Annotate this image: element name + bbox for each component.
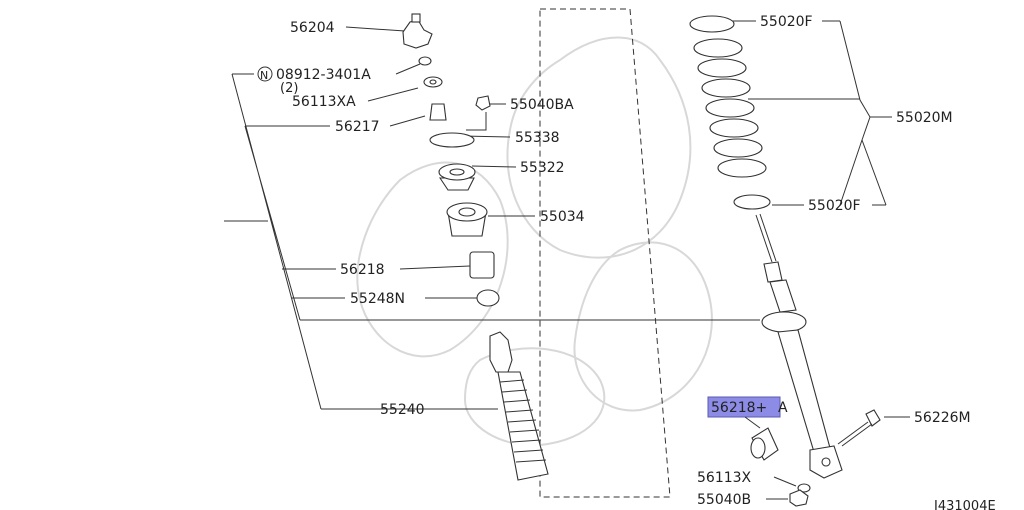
label-56218a-suffix: A bbox=[778, 400, 788, 416]
part-08912-3401a bbox=[418, 56, 432, 66]
part-56113xa bbox=[423, 76, 443, 88]
label-55338: 55338 bbox=[515, 130, 560, 146]
part-55322 bbox=[438, 163, 476, 191]
label-56226m: 56226M bbox=[914, 410, 971, 426]
part-55034 bbox=[446, 202, 488, 237]
label-56218: 56218 bbox=[340, 262, 385, 278]
assembly-boundary bbox=[539, 8, 671, 498]
label-55240: 55240 bbox=[380, 402, 425, 418]
n-symbol-icon bbox=[257, 66, 273, 82]
part-56217 bbox=[429, 103, 447, 121]
label-56204: 56204 bbox=[290, 20, 335, 36]
label-55248n: 55248N bbox=[350, 291, 405, 307]
part-56113x bbox=[797, 483, 811, 493]
label-56113x: 56113X bbox=[697, 470, 752, 486]
label-08912-3401a: 08912-3401A bbox=[276, 67, 371, 83]
n-symbol-text: N bbox=[260, 69, 268, 82]
label-55034: 55034 bbox=[540, 209, 585, 225]
part-55040ba bbox=[475, 95, 491, 111]
part-56218 bbox=[469, 251, 495, 279]
label-56217: 56217 bbox=[335, 119, 380, 135]
strut-assembly bbox=[755, 213, 843, 479]
label-08912-qty: (2) bbox=[280, 81, 298, 96]
watermark bbox=[356, 36, 713, 447]
label-55040b: 55040B bbox=[697, 492, 751, 508]
highlight-56218a bbox=[707, 396, 781, 418]
part-55040b bbox=[789, 489, 809, 507]
label-55020f-bottom: 55020F bbox=[808, 198, 861, 214]
part-55248n bbox=[476, 289, 500, 307]
label-56218a[interactable]: 56218+ bbox=[711, 400, 767, 416]
diagram-code: J431004E bbox=[933, 499, 996, 510]
part-56226m bbox=[837, 409, 881, 447]
part-55020m-spring bbox=[689, 15, 771, 210]
label-56113xa: 56113XA bbox=[292, 94, 356, 110]
label-55020m: 55020M bbox=[896, 110, 953, 126]
bracket-56210k bbox=[231, 73, 498, 410]
label-55020f-top: 55020F bbox=[760, 14, 813, 30]
label-55322: 55322 bbox=[520, 160, 565, 176]
part-55240 bbox=[489, 331, 549, 481]
label-55040ba: 55040BA bbox=[510, 97, 574, 113]
part-56218a bbox=[750, 427, 779, 461]
part-55338 bbox=[429, 132, 475, 148]
part-56204 bbox=[402, 13, 433, 49]
